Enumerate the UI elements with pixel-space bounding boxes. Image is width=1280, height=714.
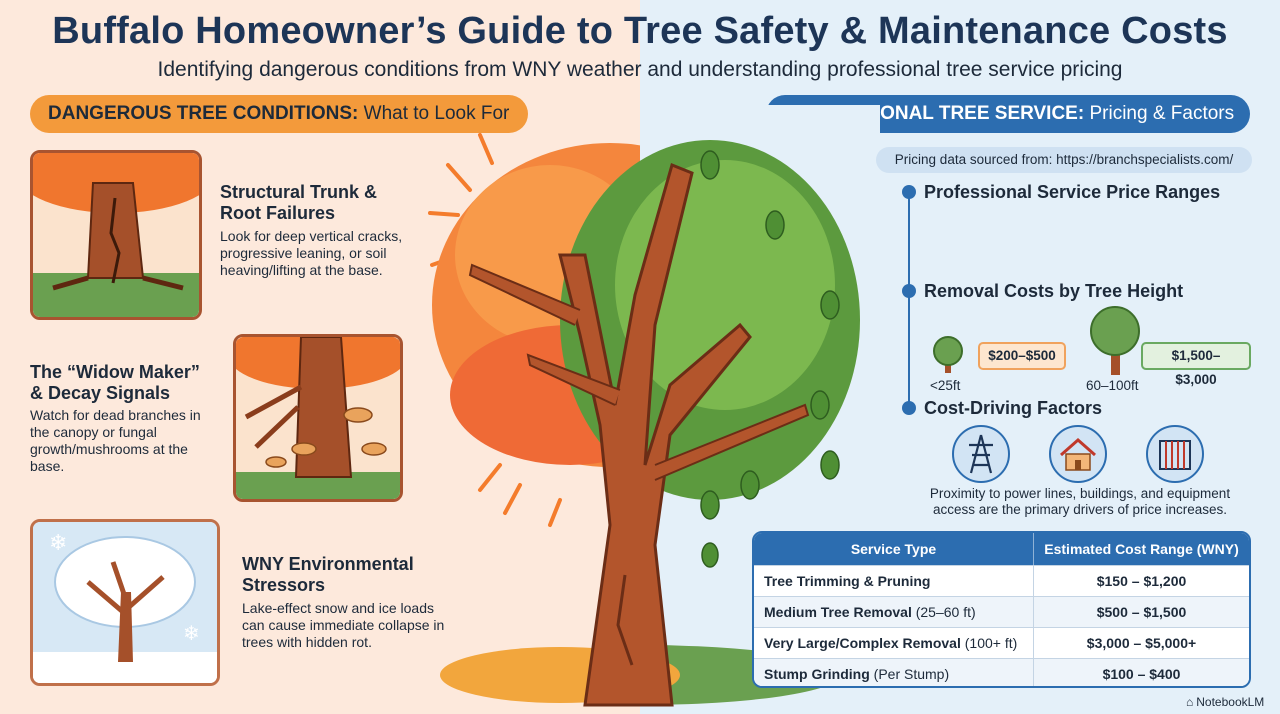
- timeline-dot: [902, 284, 916, 298]
- notebooklm-brand: ⌂NotebookLM: [1186, 695, 1265, 709]
- svg-text:❄: ❄: [49, 531, 67, 556]
- table-row: Stump Grinding (Per Stump) $100 – $400: [754, 658, 1249, 686]
- tall-tree-price: $1,500–$3,000: [1141, 342, 1251, 387]
- timeline-dot: [902, 401, 916, 415]
- trunk: [558, 162, 752, 707]
- cost-table: Service Type Estimated Cost Range (WNY) …: [752, 531, 1251, 688]
- widow-maker-description: Watch for dead branches in the canopy or…: [30, 407, 201, 474]
- page-title: Buffalo Homeowner’s Guide to Tree Safety…: [52, 10, 1228, 52]
- widow-maker-title: The “Widow Maker”& Decay Signals: [30, 362, 200, 403]
- service-cost: $150 – $1,200: [1096, 573, 1187, 589]
- service-name: Medium Tree Removal: [764, 604, 912, 620]
- cost-range-header: Estimated Cost Range (WNY): [1044, 541, 1239, 557]
- small-tree-height: <25ft: [930, 378, 961, 393]
- power-lines-icon: [952, 425, 1010, 483]
- environmental-stressors-description: Lake-effect snow and ice loads can cause…: [242, 600, 445, 650]
- structural-failure-description: Look for deep vertical cracks, progressi…: [220, 228, 403, 278]
- service-name: Tree Trimming & Pruning: [764, 573, 931, 589]
- service-cost: $3,000 – $5,000+: [1086, 635, 1197, 651]
- widow-maker-illustration: [233, 334, 403, 502]
- removal-by-height-heading: Removal Costs by Tree Height: [924, 281, 1184, 301]
- small-tree-icon: [933, 336, 963, 373]
- pricing-source-note: Pricing data sourced from: https://branc…: [876, 147, 1252, 173]
- page-subtitle: Identifying dangerous conditions from WN…: [157, 58, 1123, 81]
- cost-factors-heading: Cost-Driving Factors: [924, 398, 1103, 418]
- structural-failure-title: Structural Trunk &Root Failures: [220, 182, 378, 223]
- tall-tree-icon: [1090, 306, 1140, 375]
- dangerous-conditions-header: DANGEROUS TREE CONDITIONS: What to Look …: [30, 95, 528, 133]
- burst-lines: [428, 133, 562, 527]
- timeline-line: [908, 190, 910, 410]
- table-row: Tree Trimming & Pruning $150 – $1,200: [754, 565, 1249, 596]
- cost-table-header: Service Type Estimated Cost Range (WNY): [754, 533, 1249, 565]
- service-type-header: Service Type: [754, 533, 1034, 565]
- notebooklm-logo-icon: ⌂: [1186, 695, 1194, 709]
- equipment-access-icon: [1146, 425, 1204, 483]
- timeline-dot: [902, 185, 916, 199]
- svg-text:❄: ❄: [183, 621, 200, 645]
- service-name: Stump Grinding: [764, 666, 870, 682]
- cost-factors-description: Proximity to power lines, buildings, and…: [929, 486, 1231, 517]
- small-tree-price: $200–$500: [978, 342, 1066, 370]
- winter-stress-illustration: ❄ ❄: [30, 519, 220, 686]
- service-name: Very Large/Complex Removal: [764, 635, 961, 651]
- split-tree-illustration: [410, 105, 880, 707]
- service-cost: $100 – $400: [1102, 666, 1181, 682]
- service-cost: $500 – $1,500: [1096, 604, 1187, 620]
- table-row: Very Large/Complex Removal (100+ ft) $3,…: [754, 627, 1249, 658]
- structural-failure-illustration: [30, 150, 202, 320]
- price-ranges-heading: Professional Service Price Ranges: [924, 182, 1221, 202]
- house-icon: [1049, 425, 1107, 483]
- tall-tree-height: 60–100ft: [1086, 378, 1139, 393]
- table-row: Medium Tree Removal (25–60 ft) $500 – $1…: [754, 596, 1249, 627]
